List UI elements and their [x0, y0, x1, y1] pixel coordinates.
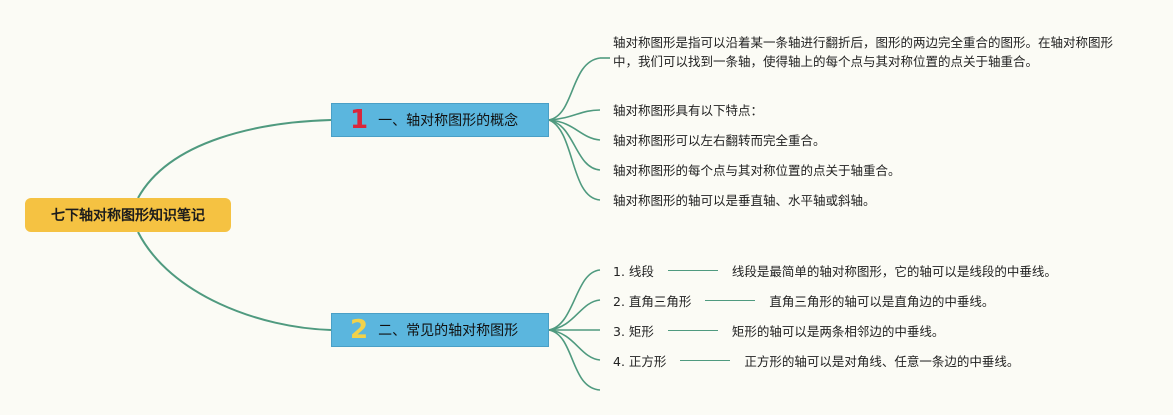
list-item-rectangle[interactable]: 3. 矩形 矩形的轴可以是两条相邻边的中垂线。: [613, 321, 944, 340]
leaf-text: 轴对称图形可以左右翻转而完全重合。: [613, 133, 826, 148]
list-item-square[interactable]: 4. 正方形 正方形的轴可以是对角线、任意一条边的中垂线。: [613, 351, 1019, 370]
branch1-fan: [548, 57, 601, 201]
leaf-feature-points[interactable]: 轴对称图形的每个点与其对称位置的点关于轴重合。: [613, 161, 901, 180]
leaf-feature-flip[interactable]: 轴对称图形可以左右翻转而完全重合。: [613, 131, 826, 150]
item-connector-line: [680, 360, 731, 361]
leaf-text: 轴对称图形的轴可以是垂直轴、水平轴或斜轴。: [613, 193, 876, 208]
branch-node-concept[interactable]: 1 一、轴对称图形的概念: [331, 103, 549, 137]
root-label: 七下轴对称图形知识笔记: [51, 208, 205, 224]
item-desc: 线段是最简单的轴对称图形，它的轴可以是线段的中垂线。: [731, 264, 1057, 279]
connector-root-branch2: [137, 231, 332, 331]
branch-number-badge: 1: [350, 105, 369, 135]
item-term: 1. 线段: [613, 264, 654, 279]
leaf-features-intro[interactable]: 轴对称图形具有以下特点：: [613, 101, 763, 120]
leaf-text: 轴对称图形具有以下特点：: [613, 103, 764, 118]
branch-number-badge: 2: [350, 315, 369, 345]
branch-label: 一、轴对称图形的概念: [378, 113, 519, 129]
leaf-text: 轴对称图形的每个点与其对称位置的点关于轴重合。: [613, 163, 901, 178]
root-node[interactable]: 七下轴对称图形知识笔记: [25, 198, 231, 232]
leaf-text: 轴对称图形是指可以沿着某一条轴进行翻折后，图形的两边完全重合的图形。在轴对称图形…: [613, 35, 1114, 69]
leaf-feature-axis[interactable]: 轴对称图形的轴可以是垂直轴、水平轴或斜轴。: [613, 191, 876, 210]
item-desc: 直角三角形的轴可以是直角边的中垂线。: [769, 294, 995, 309]
list-item-right-triangle[interactable]: 2. 直角三角形 直角三角形的轴可以是直角边的中垂线。: [613, 291, 994, 310]
connector-root-branch1: [137, 119, 332, 199]
item-connector-line: [667, 270, 718, 271]
item-term: 4. 正方形: [613, 354, 667, 369]
list-item-segment[interactable]: 1. 线段 线段是最简单的轴对称图形，它的轴可以是线段的中垂线。: [613, 261, 1057, 280]
branch-label: 二、常见的轴对称图形: [378, 323, 519, 339]
leaf-definition[interactable]: 轴对称图形是指可以沿着某一条轴进行翻折后，图形的两边完全重合的图形。在轴对称图形…: [613, 33, 1113, 71]
branch-node-common-shapes[interactable]: 2 二、常见的轴对称图形: [331, 313, 549, 347]
item-term: 3. 矩形: [613, 324, 654, 339]
branch2-fan: [548, 269, 601, 391]
item-connector-line: [705, 300, 756, 301]
item-desc: 矩形的轴可以是两条相邻边的中垂线。: [731, 324, 945, 339]
item-desc: 正方形的轴可以是对角线、任意一条边的中垂线。: [744, 354, 1020, 369]
item-term: 2. 直角三角形: [613, 294, 692, 309]
item-connector-line: [667, 330, 718, 331]
